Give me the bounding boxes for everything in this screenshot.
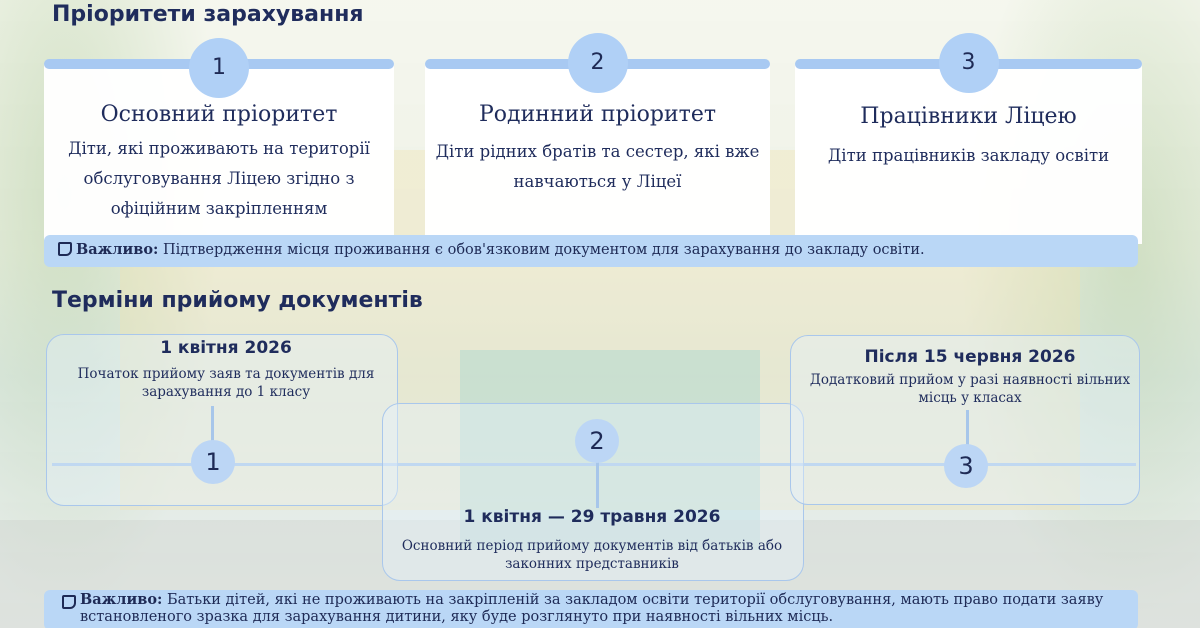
note-body: Важливо: Батьки дітей, які не проживають…	[80, 591, 1128, 626]
priority-title: Працівники Ліцею	[860, 104, 1077, 129]
timeline-step-number: 1	[191, 440, 235, 484]
priority-card: 3 Працівники Ліцею Діти працівників закл…	[795, 33, 1142, 244]
timeline-step-date: 1 квітня — 29 травня 2026	[463, 507, 721, 527]
timeline-line	[52, 463, 1136, 466]
timeline-connector	[966, 410, 969, 446]
timeline-step-description: Початок прийому заяв та документів для з…	[77, 366, 375, 400]
priority-description: Діти рідних братів та сестер, які вже на…	[435, 142, 760, 191]
priority-number: 2	[567, 33, 628, 93]
timeline-connector	[211, 406, 214, 442]
note-icon	[62, 595, 76, 609]
timeline-step-date: 1 квітня 2026	[160, 338, 292, 358]
timeline-heading: Терміни прийому документів	[52, 288, 423, 313]
note-label: Важливо:	[80, 591, 163, 608]
timeline-connector	[596, 460, 599, 508]
timeline-step-description: Додатковий прийом у разі наявності вільн…	[809, 372, 1131, 406]
priority-title: Основний пріоритет	[100, 102, 338, 127]
priority-card: 1 Основний пріоритет Діти, які проживают…	[44, 38, 394, 244]
note-text: Батьки дітей, які не проживають на закрі…	[80, 592, 1104, 625]
priority-description: Діти працівників закладу освіти	[827, 146, 1110, 165]
note-text: Підтвердження місця проживання є обов'яз…	[158, 242, 925, 258]
priority-number: 3	[938, 33, 999, 93]
priority-title: Родинний пріоритет	[478, 102, 717, 127]
timeline-step-description: Основний період прийому документів від б…	[401, 538, 783, 572]
important-note-residence: Важливо: Підтвердження місця проживання …	[44, 235, 1138, 267]
timeline-step-date: Після 15 червня 2026	[864, 347, 1076, 367]
important-note-non-resident: Важливо: Батьки дітей, які не проживають…	[44, 590, 1138, 628]
timeline-step-number: 3	[944, 444, 988, 488]
priorities-heading: Пріоритети зарахування	[52, 2, 364, 27]
note-icon	[58, 242, 72, 256]
priority-description: Діти, які проживають на території обслуг…	[68, 139, 370, 218]
priority-number: 1	[189, 38, 249, 98]
timeline-step-number: 2	[575, 419, 619, 463]
priority-card: 2 Родинний пріоритет Діти рідних братів …	[425, 33, 770, 244]
note-label: Важливо:	[76, 241, 159, 258]
